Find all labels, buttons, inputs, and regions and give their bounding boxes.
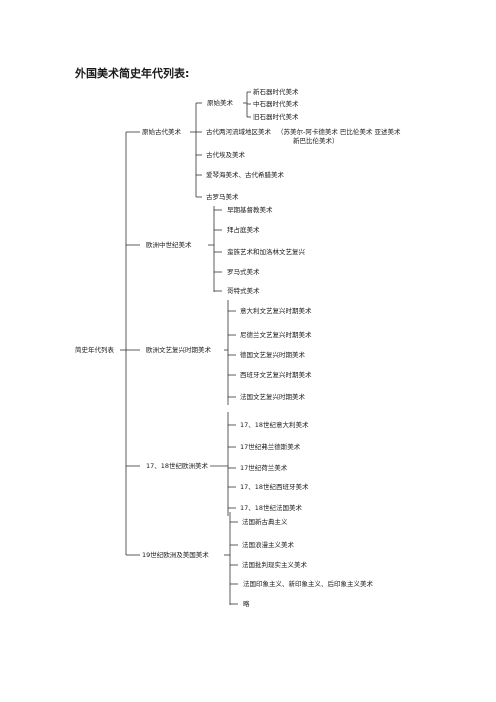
node-netherlandish-renaissance: 尼德兰文艺复兴时期美术 (240, 331, 312, 339)
node-impressionism: 法国印象主义、新印象主义、后印象主义美术 (243, 580, 373, 588)
branch-19-century: 19世纪欧洲及美国美术 (142, 551, 209, 559)
branch-primitive-ancient: 原始古代美术 (142, 128, 181, 136)
node-mesopotamia: 古代两河流域地区美术 (206, 128, 271, 136)
node-egypt: 古代埃及美术 (206, 151, 245, 159)
node-early-christian: 早期基督教美术 (227, 206, 273, 214)
node-rome: 古罗马美术 (206, 193, 239, 201)
page-title: 外国美术简史年代列表: (75, 67, 190, 80)
node-german-renaissance: 德国文艺复兴时期美术 (240, 351, 305, 359)
branch-medieval: 欧洲中世纪美术 (146, 241, 192, 249)
tree-root: 简史年代列表 (75, 346, 114, 354)
node-17-18-italian: 17、18世纪意大利美术 (240, 421, 309, 429)
node-omitted: 略 (243, 600, 250, 608)
node-17-18-french: 17、18世纪法国美术 (240, 504, 303, 512)
node-barbarian-carolingian: 蛮族艺术和加洛林文艺复兴 (227, 248, 305, 256)
node-romanticism: 法国浪漫主义美术 (242, 541, 294, 549)
branch-17-18-century: 17、18世纪欧洲美术 (146, 462, 209, 470)
branch-renaissance: 欧洲文艺复兴时期美术 (146, 346, 211, 354)
node-mesolithic: 中石器时代美术 (253, 100, 299, 108)
node-primitive-art: 原始美术 (207, 99, 233, 107)
node-aegean-greek: 爱琴海美术、古代希腊美术 (206, 171, 284, 179)
node-paleolithic: 旧石器时代美术 (253, 113, 299, 121)
node-spanish-renaissance: 西班牙文艺复兴时期美术 (240, 371, 312, 379)
node-17-18-spanish: 17、18世纪西班牙美术 (240, 483, 309, 491)
node-neoclassicism: 法国新古典主义 (242, 518, 288, 526)
node-french-renaissance: 法国文艺复兴时期美术 (240, 393, 305, 401)
node-gothic: 哥特式美术 (227, 287, 260, 295)
node-romanesque: 罗马式美术 (227, 268, 260, 276)
node-17-dutch: 17世纪荷兰美术 (240, 464, 288, 472)
node-mesopotamia-note: （苏美尔-阿卡德美术 巴比伦美术 亚述美术 (277, 128, 401, 136)
node-italian-renaissance: 意大利文艺复兴时期美术 (240, 307, 312, 315)
node-byzantine: 拜占庭美术 (227, 226, 260, 234)
node-mesopotamia-note2: 新巴比伦美术） (293, 137, 339, 145)
node-17-flemish: 17世纪弗兰德斯美术 (240, 443, 301, 451)
node-critical-realism: 法国批判现实主义美术 (242, 561, 307, 569)
node-neolithic: 新石器时代美术 (253, 88, 299, 96)
